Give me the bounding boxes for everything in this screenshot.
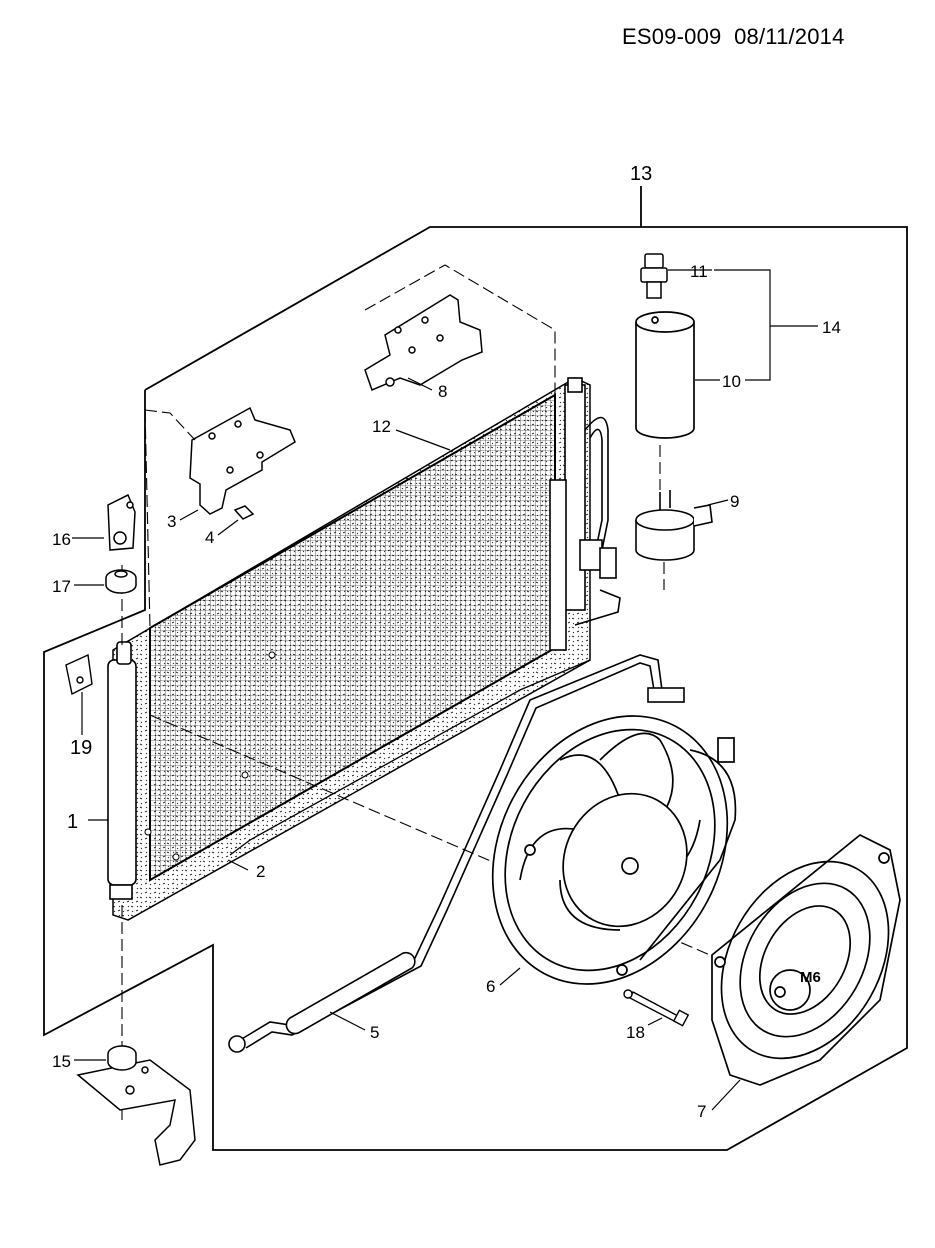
callout-13: 13 bbox=[630, 163, 652, 185]
callout-4: 4 bbox=[205, 528, 214, 547]
callout-m6: M6 bbox=[800, 969, 821, 986]
callout-2: 2 bbox=[256, 862, 265, 881]
callout-5: 5 bbox=[370, 1023, 379, 1042]
refrigerant-pipe bbox=[228, 654, 685, 1053]
callout-7: 7 bbox=[697, 1102, 706, 1121]
callout-6: 6 bbox=[486, 977, 495, 996]
callout-16: 16 bbox=[52, 530, 71, 549]
lower-mount bbox=[76, 1045, 196, 1166]
callout-17: 17 bbox=[52, 577, 71, 596]
leader-lines bbox=[72, 269, 818, 1111]
receiver-tank bbox=[107, 641, 137, 900]
drier-clamp bbox=[635, 490, 713, 561]
callout-12: 12 bbox=[372, 417, 391, 436]
callout-10: 10 bbox=[722, 372, 741, 391]
side-clip bbox=[65, 653, 93, 696]
document-code: ES09-009 bbox=[622, 24, 722, 49]
callout-8: 8 bbox=[438, 382, 447, 401]
document-header: ES09-009 08/11/2014 bbox=[622, 24, 845, 50]
document-date: 08/11/2014 bbox=[734, 24, 845, 49]
assembly-boundary bbox=[43, 186, 908, 1151]
callout-14: 14 bbox=[822, 318, 841, 337]
upper-right-bracket bbox=[364, 294, 483, 392]
callout-3: 3 bbox=[167, 512, 176, 531]
callout-19: 19 bbox=[70, 737, 92, 759]
pressure-switch bbox=[640, 253, 668, 299]
fan-assembly bbox=[491, 715, 737, 985]
callout-15: 15 bbox=[52, 1052, 71, 1071]
receiver-drier bbox=[635, 311, 695, 439]
fan-guard bbox=[711, 833, 901, 1086]
side-tank-pipes bbox=[549, 377, 621, 651]
callout-1: 1 bbox=[67, 811, 78, 833]
callout-labels: 1 2 3 4 5 6 7 8 9 10 11 12 13 14 15 16 1… bbox=[52, 163, 841, 1121]
upper-mount bbox=[105, 493, 137, 594]
upper-left-bracket bbox=[189, 406, 296, 520]
callout-9: 9 bbox=[730, 492, 739, 511]
bolt bbox=[623, 989, 690, 1027]
callout-11: 11 bbox=[690, 262, 708, 281]
callout-18: 18 bbox=[626, 1023, 645, 1042]
